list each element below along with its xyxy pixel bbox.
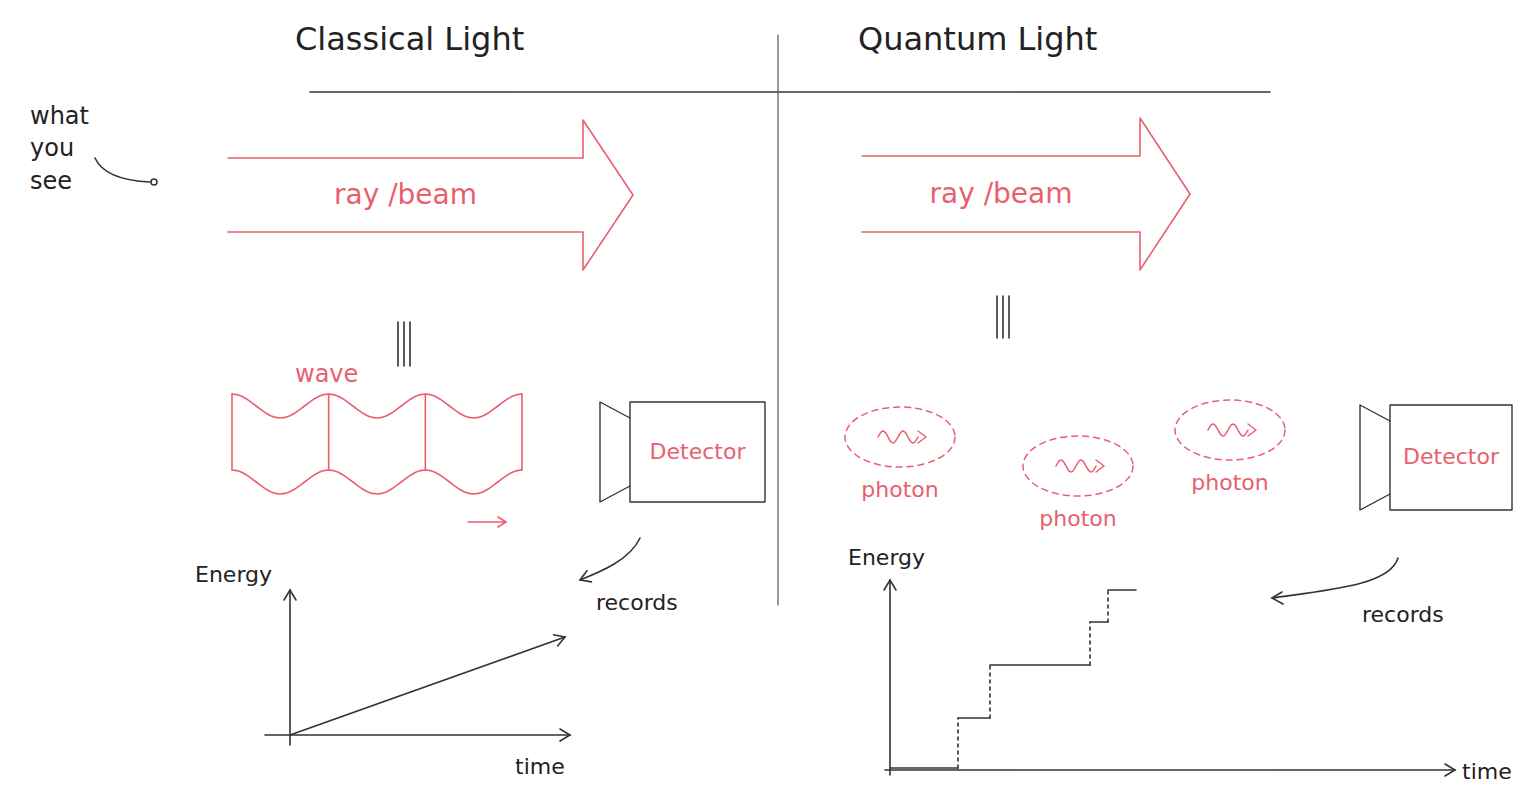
beam-arrow: ray /beam bbox=[862, 118, 1190, 270]
node-text: Detector bbox=[650, 439, 746, 465]
axis-label: time bbox=[1462, 757, 1512, 787]
energy-graph bbox=[265, 590, 570, 745]
photon-wave bbox=[878, 431, 918, 443]
callout-text-holder: records bbox=[1362, 600, 1444, 630]
wave-front bbox=[328, 394, 330, 470]
photon-wave bbox=[1208, 424, 1248, 436]
text-area: photon bbox=[845, 473, 955, 507]
wave-trough bbox=[232, 470, 522, 494]
text-area: wave bbox=[225, 360, 530, 388]
photon-arrowhead bbox=[1248, 424, 1256, 436]
node-text: photon bbox=[861, 477, 938, 503]
axis-label-holder: time bbox=[1462, 757, 1512, 787]
beam-outline bbox=[862, 118, 1190, 270]
wave-front bbox=[425, 394, 427, 470]
axis-label: Energy bbox=[195, 560, 272, 590]
detector-body bbox=[630, 402, 765, 502]
energy-steps bbox=[890, 590, 1136, 768]
photon-packet: photon bbox=[1175, 400, 1285, 500]
records-arrow bbox=[580, 538, 640, 582]
side-note: what you see bbox=[30, 100, 115, 197]
axis-label: Energy bbox=[848, 543, 925, 573]
text-area: Detector bbox=[1390, 405, 1512, 510]
header-rule bbox=[310, 91, 1270, 93]
axis-label: time bbox=[515, 752, 565, 782]
text-area: Detector bbox=[630, 402, 765, 502]
wave-crest bbox=[232, 394, 522, 418]
column-divider bbox=[777, 35, 778, 605]
direction-arrow bbox=[468, 517, 506, 527]
column-heading: Quantum Light bbox=[858, 18, 1097, 61]
wave-shape-outline bbox=[225, 360, 530, 510]
node-text: ray /beam bbox=[334, 178, 477, 212]
node-text: ray /beam bbox=[929, 177, 1072, 211]
node-text: photon bbox=[1191, 470, 1268, 496]
wave-front bbox=[231, 394, 233, 470]
photon-arrowhead bbox=[1096, 460, 1104, 472]
photon-arrowhead bbox=[918, 431, 926, 443]
energy-jumps bbox=[958, 590, 1108, 768]
photon-boundary bbox=[845, 407, 955, 467]
wave-shape: wave bbox=[225, 360, 530, 510]
equivalence-symbol bbox=[398, 322, 410, 366]
column-heading-holder: Quantum Light bbox=[858, 18, 1097, 61]
column-heading-holder: Classical Light bbox=[295, 18, 524, 61]
text-area: ray /beam bbox=[228, 158, 583, 232]
axis-label-holder: Energy bbox=[848, 543, 925, 573]
callout-text: records bbox=[596, 588, 678, 618]
callout-text: records bbox=[1362, 600, 1444, 630]
photon-packet: photon bbox=[845, 407, 955, 507]
equivalence-symbol bbox=[997, 296, 1009, 338]
photon-packet: photon bbox=[1023, 436, 1133, 536]
node-text: wave bbox=[295, 360, 358, 389]
node-text: Detector bbox=[1403, 444, 1499, 470]
wave-front bbox=[521, 394, 523, 470]
beam-outline bbox=[228, 120, 633, 270]
beam-arrow: ray /beam bbox=[228, 120, 633, 270]
pointer-arrow bbox=[95, 158, 150, 182]
text-area: photon bbox=[1175, 466, 1285, 500]
detector-box: Detector bbox=[1360, 405, 1512, 510]
energy-graph bbox=[884, 580, 1455, 776]
detector-body bbox=[1390, 405, 1512, 510]
side-note-holder: what you see bbox=[30, 100, 115, 197]
text-area: photon bbox=[1023, 502, 1133, 536]
axis-label-holder: time bbox=[515, 752, 565, 782]
detector-front bbox=[600, 402, 630, 502]
photon-boundary bbox=[1175, 400, 1285, 460]
records-arrow bbox=[1272, 558, 1398, 604]
node-text: photon bbox=[1039, 506, 1116, 532]
callout-text-holder: records bbox=[596, 588, 678, 618]
photon-boundary bbox=[1023, 436, 1133, 496]
detector-box: Detector bbox=[600, 402, 765, 502]
detector-front bbox=[1360, 405, 1390, 510]
column-heading: Classical Light bbox=[295, 18, 524, 61]
axis-label-holder: Energy bbox=[195, 560, 272, 590]
text-area: ray /beam bbox=[862, 156, 1140, 232]
pointer-dot bbox=[151, 179, 157, 185]
photon-wave bbox=[1056, 460, 1096, 472]
